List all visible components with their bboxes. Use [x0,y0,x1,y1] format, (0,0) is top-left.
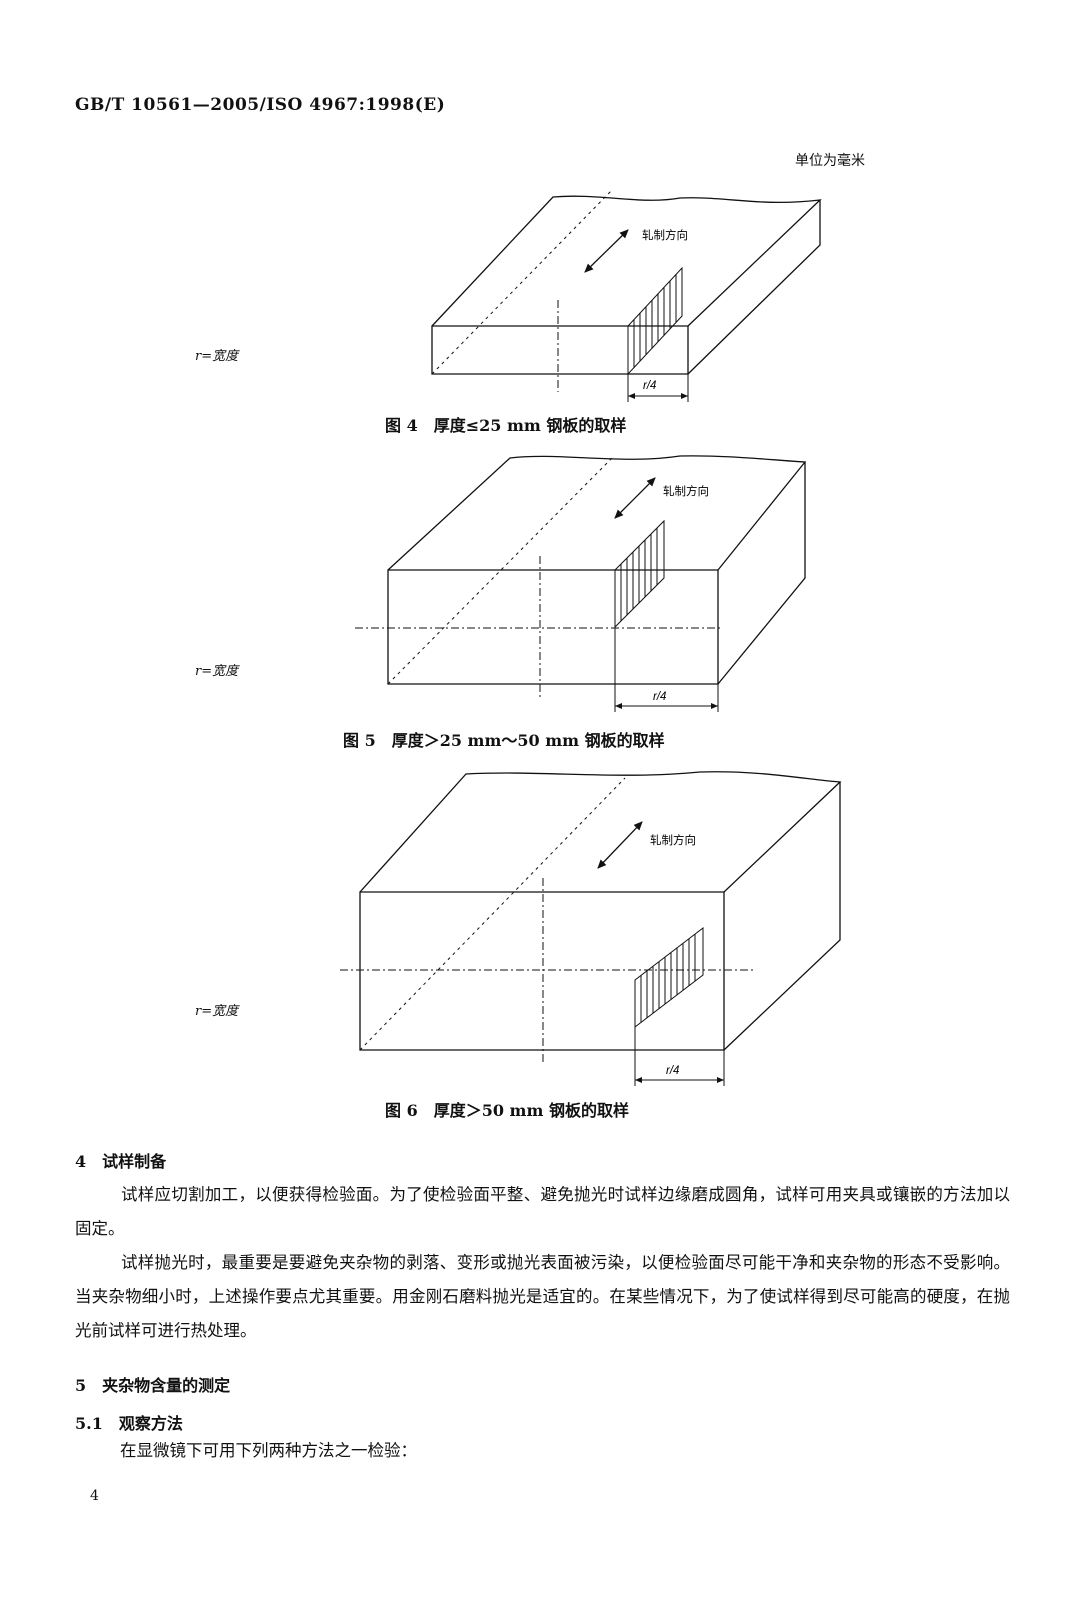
fig6-side-face [724,782,840,1050]
fig4-side-face [688,200,820,374]
fig6-front-face [360,892,724,1050]
unit-note: 单位为毫米 [795,153,865,169]
section-5-heading: 5 夹杂物含量的测定 [75,1376,231,1395]
fig5-rolling-direction-label: 轧制方向 [663,484,709,498]
fig5-sample-hatch [615,521,664,627]
fig6-rolling-arrow [597,821,643,869]
fig6-sample-hatch [635,928,703,1027]
fig6-r-width-label: r=宽度 [195,1004,239,1019]
fig6-dim-label: r/4 [666,1065,679,1077]
fig5-side-face [718,462,805,684]
fig4-caption: 图 4 厚度≤25 mm 钢板的取样 [385,416,627,435]
standard-code-header: GB/T 10561—2005/ISO 4967:1998(E) [75,95,446,115]
section-4-heading: 4 试样制备 [75,1152,167,1171]
section-4-paragraph-1: 试样应切割加工，以便获得检验面。为了使检验面平整、避免抛光时试样边缘磨成圆角，试… [75,1185,1010,1238]
fig5-top-face [388,456,805,570]
section-4-paragraph-2: 试样抛光时，最重要是要避免夹杂物的剥落、变形或抛光表面被污染，以便检验面尽可能干… [75,1253,1010,1340]
figure-6-diagram [340,772,840,1086]
fig6-rolling-direction-label: 轧制方向 [650,833,696,847]
fig5-caption: 图 5 厚度＞25 mm～50 mm 钢板的取样 [343,731,665,750]
fig6-top-face [360,772,840,892]
fig5-front-face [388,570,718,684]
fig4-rolling-arrow [584,229,629,273]
fig6-caption: 图 6 厚度＞50 mm 钢板的取样 [385,1101,629,1120]
fig4-top-face [432,196,820,326]
section-5-1-text: 在显微镜下可用下列两种方法之一检验： [120,1441,417,1460]
page-number: 4 [90,1488,99,1504]
fig4-sample-hatch [628,268,682,374]
fig4-front-face [432,326,688,374]
fig4-r-width-label: r=宽度 [195,349,239,364]
section-5-1-heading: 5.1 观察方法 [75,1414,183,1433]
figure-4-diagram [432,190,820,402]
fig5-dim-label: r/4 [653,691,666,703]
fig5-r-width-label: r=宽度 [195,664,239,679]
fig4-rolling-direction-label: 轧制方向 [642,228,688,242]
fig5-rolling-arrow [614,477,656,519]
figure-5-diagram [355,456,805,712]
fig4-dim-label: r/4 [643,380,656,392]
